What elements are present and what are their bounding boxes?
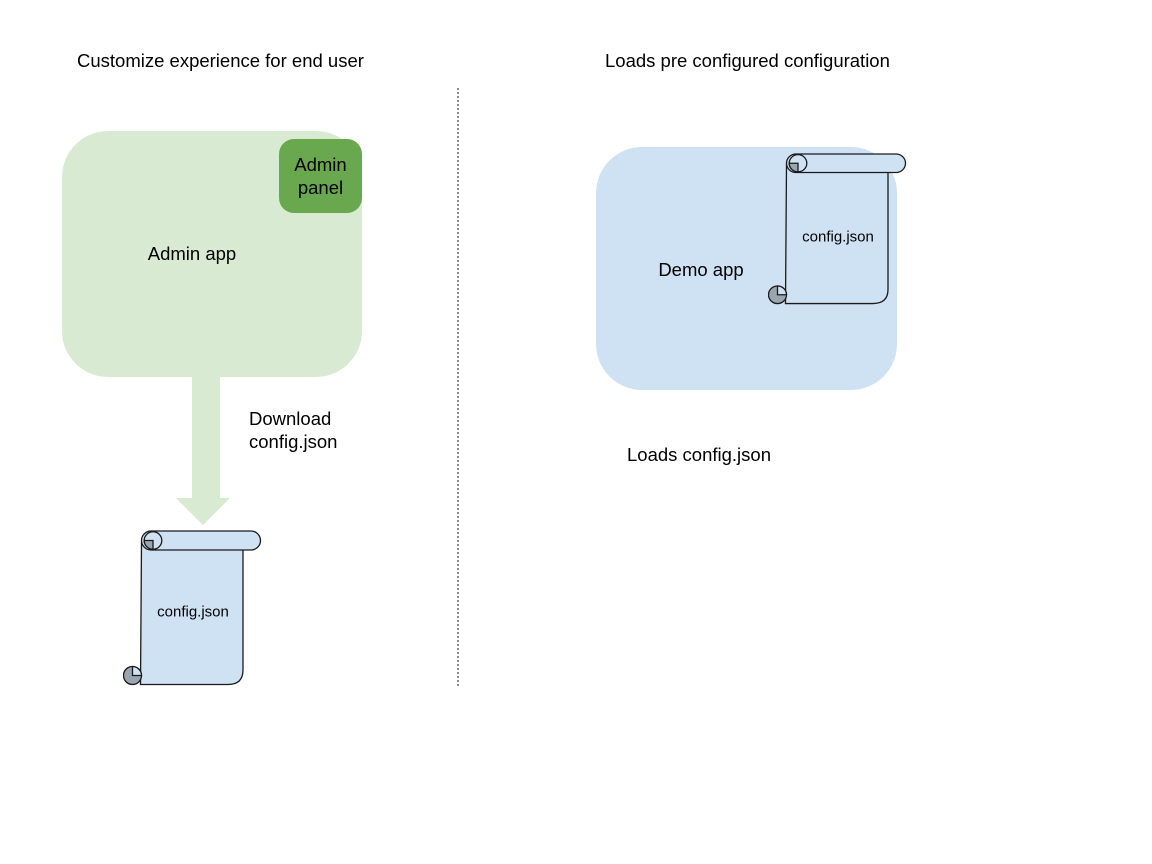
- config-file-label-left: config.json: [157, 603, 229, 621]
- admin-panel-shape: Admin panel: [279, 139, 362, 213]
- download-arrow-label: Download config.json: [249, 408, 338, 452]
- scroll-body: [784, 164, 889, 305]
- scroll-bottom-curl-notch: [776, 285, 788, 296]
- scroll-body: [139, 541, 244, 686]
- config-scroll-shape-right: [768, 153, 907, 305]
- scroll-top-bar: [785, 153, 907, 174]
- demo-app-label: Demo app: [658, 259, 744, 280]
- admin-panel-label: Admin panel: [294, 154, 347, 198]
- arrow-down-shape: [176, 376, 230, 525]
- scroll-top-curl-notch: [788, 162, 799, 173]
- admin-app-label: Admin app: [147, 243, 237, 264]
- config-file-label-right: config.json: [802, 228, 874, 246]
- section-divider: [457, 88, 459, 688]
- loads-config-label: Loads config.json: [627, 444, 771, 465]
- download-arrow-icon: [176, 376, 230, 525]
- scroll-bottom-curl-notch: [131, 665, 143, 677]
- left-section-title: Customize experience for end user: [77, 50, 364, 71]
- scroll-top-bar: [140, 530, 262, 551]
- scroll-top-curl-notch: [143, 539, 154, 550]
- right-section-title: Loads pre configured configuration: [605, 50, 890, 71]
- config-scroll-shape-left: [123, 530, 262, 686]
